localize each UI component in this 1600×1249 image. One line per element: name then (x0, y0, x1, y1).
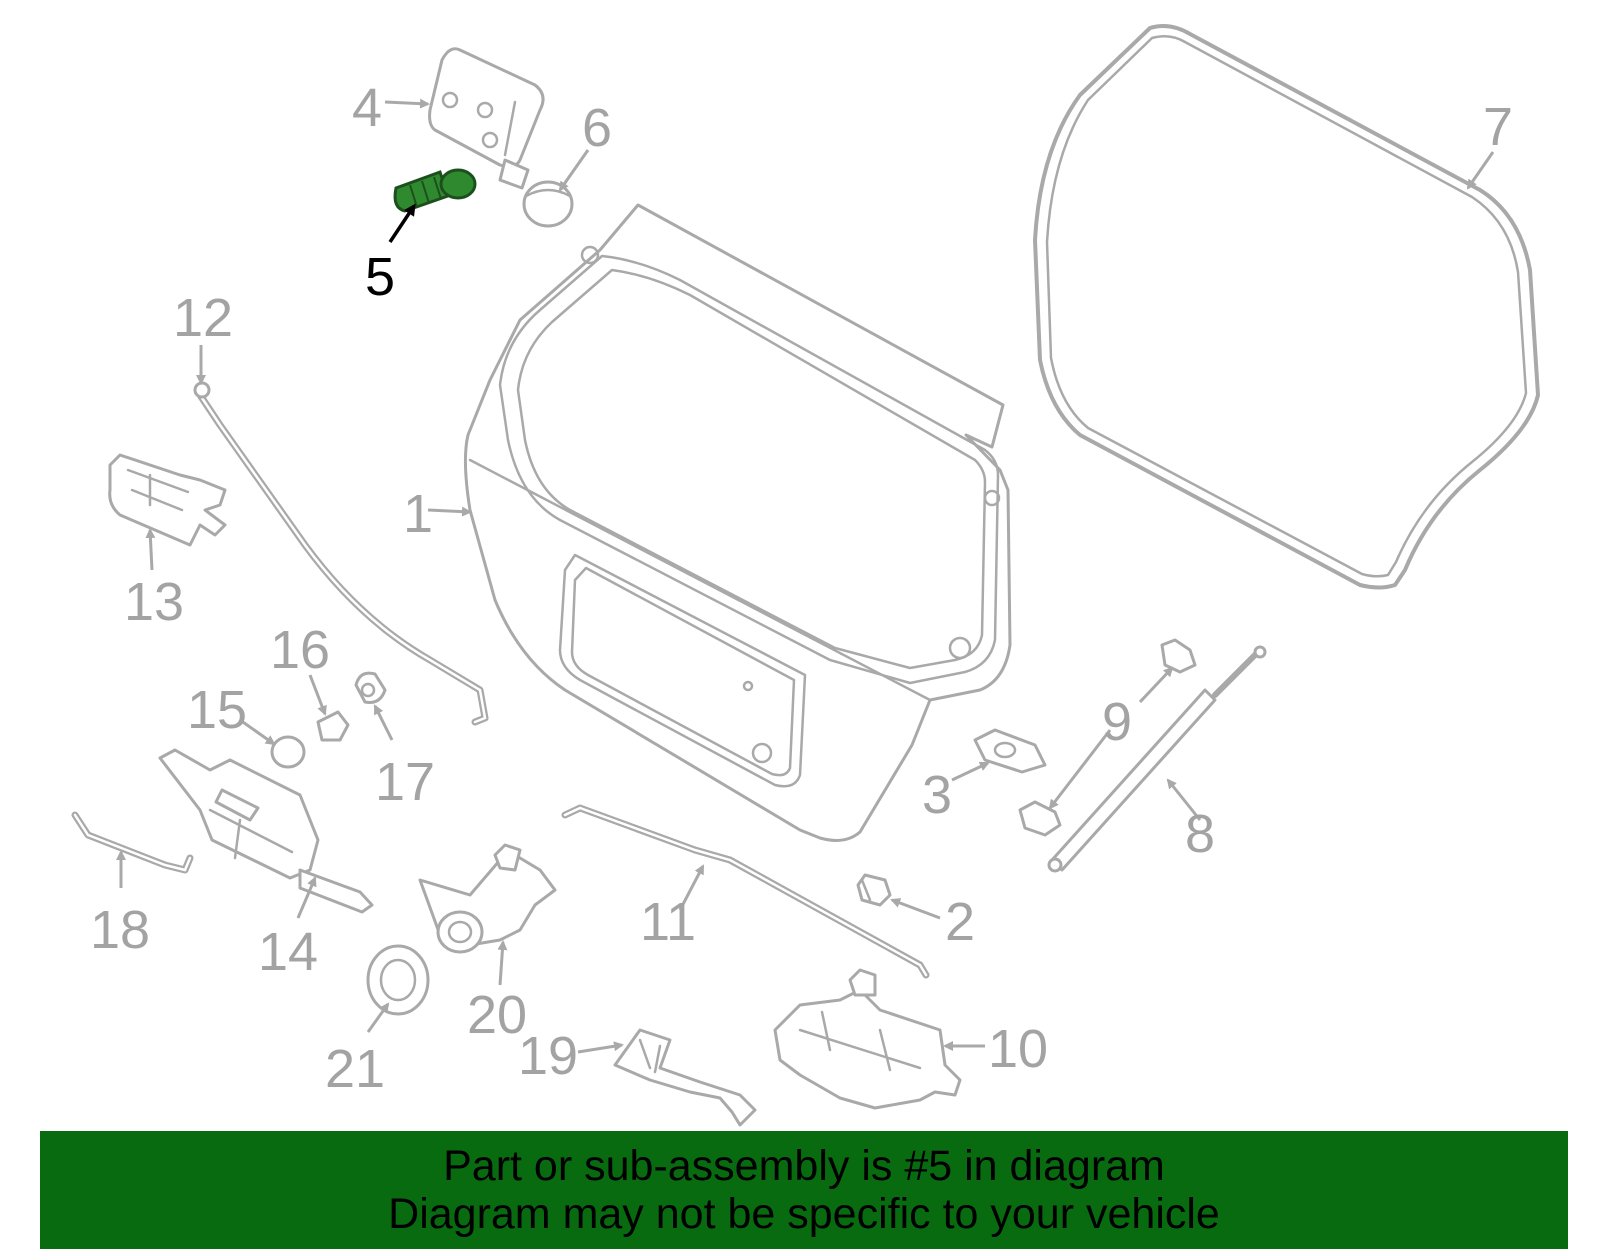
clip-17 (354, 671, 387, 704)
callout-16: 16 (270, 620, 330, 680)
rod-18 (71, 811, 194, 874)
callout-14: 14 (258, 922, 318, 982)
ball-stud-upper (1160, 638, 1197, 674)
latch (773, 968, 962, 1110)
gas-strut (1047, 645, 1267, 873)
rod-11 (561, 804, 930, 979)
leader-16 (308, 674, 327, 716)
callout-21: 21 (325, 1039, 385, 1099)
callout-3: 3 (922, 765, 952, 825)
liftgate (463, 203, 1012, 842)
leader-9a (1138, 666, 1174, 704)
leader-11 (678, 864, 705, 911)
callout-labels: 1 2 3 4 5 6 7 8 9 10 11 12 13 14 15 16 1… (90, 78, 1513, 1099)
callout-15: 15 (187, 680, 247, 740)
callout-11: 11 (640, 892, 696, 952)
leader-1 (427, 506, 472, 517)
hinge (428, 47, 545, 190)
weatherstrip (1033, 24, 1540, 590)
pin (856, 873, 892, 907)
leader-17 (373, 704, 394, 741)
callout-17: 17 (375, 752, 435, 812)
callout-13: 13 (124, 572, 184, 632)
leader-21 (366, 1002, 390, 1033)
handle (108, 453, 227, 547)
latch-actuator (158, 748, 374, 914)
leader-8 (1166, 778, 1202, 821)
leader-20 (497, 940, 508, 986)
bumper-3 (973, 728, 1047, 774)
callout-4: 4 (352, 78, 382, 138)
callout-7: 7 (1483, 97, 1513, 157)
callout-20: 20 (467, 985, 527, 1045)
lock-cylinder (418, 843, 557, 954)
callout-1: 1 (403, 484, 433, 544)
callout-10: 10 (988, 1019, 1048, 1079)
callout-6: 6 (582, 98, 612, 158)
leader-2 (890, 898, 941, 920)
callout-18: 18 (90, 900, 150, 960)
leader-7 (1466, 151, 1495, 190)
leader-14 (296, 876, 317, 919)
callout-9: 9 (1102, 692, 1132, 752)
callout-12: 12 (173, 288, 233, 348)
callout-19: 19 (518, 1026, 578, 1086)
banner-line-2: Diagram may not be specific to your vehi… (388, 1190, 1220, 1238)
leader-5 (388, 203, 416, 243)
cap (522, 180, 574, 228)
leader-19 (577, 1041, 624, 1054)
leader-13 (145, 528, 156, 571)
grommet-ring (366, 944, 430, 1016)
info-banner: Part or sub-assembly is #5 in diagram Di… (40, 1131, 1568, 1249)
release-rod (193, 381, 489, 726)
ball-stud-lower (1018, 800, 1062, 837)
callout-5: 5 (365, 247, 395, 307)
leader-9b (1048, 729, 1112, 810)
banner-line-1: Part or sub-assembly is #5 in diagram (443, 1142, 1165, 1190)
leader-3 (951, 761, 990, 782)
leader-6 (558, 149, 590, 192)
leader-lines (116, 98, 1495, 1054)
clip-16 (316, 710, 350, 742)
leader-15 (239, 718, 276, 746)
highlighted-bump-stop (393, 168, 477, 213)
latch-bracket (613, 1028, 757, 1127)
callout-8: 8 (1185, 804, 1215, 864)
leader-4 (384, 98, 430, 109)
bumper-15 (270, 735, 306, 769)
callout-2: 2 (945, 892, 975, 952)
